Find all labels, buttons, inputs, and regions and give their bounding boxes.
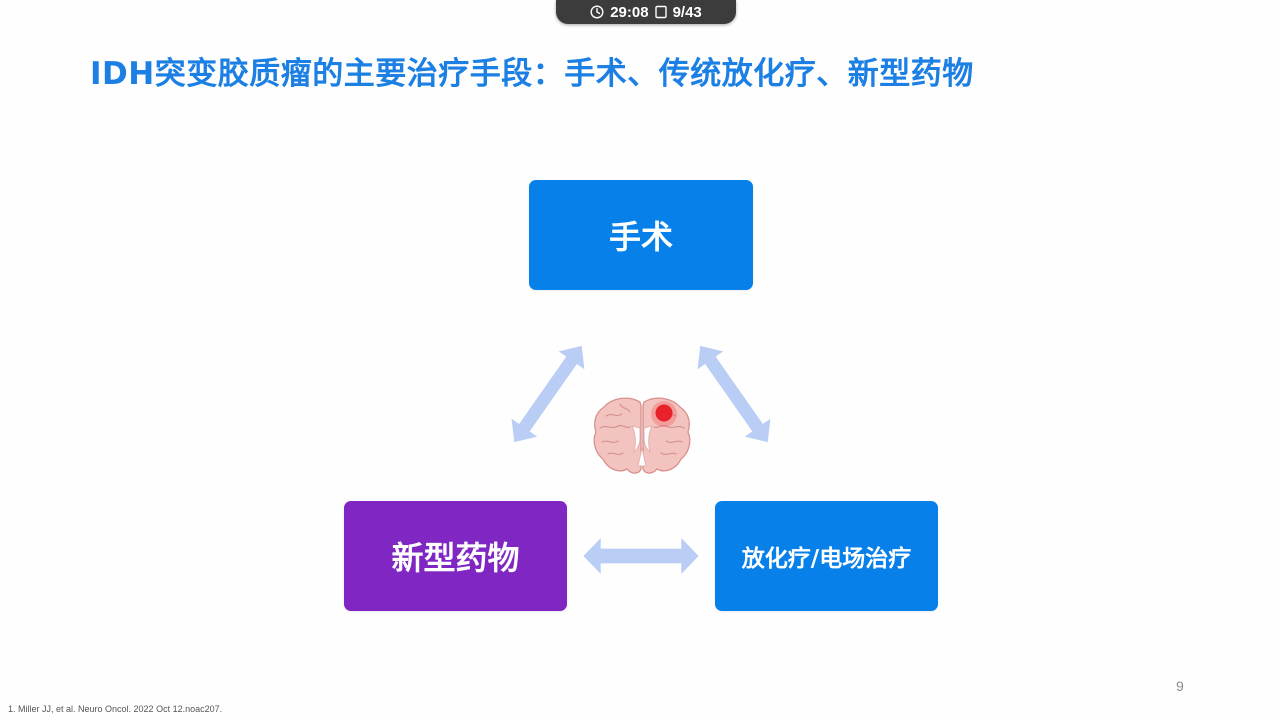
slide-title: IDH突变胶质瘤的主要治疗手段：手术、传统放化疗、新型药物 xyxy=(90,56,974,92)
page-number: 9 xyxy=(1176,678,1184,694)
surgery-label: 手术 xyxy=(608,218,673,256)
arrow-surgery-radio xyxy=(687,336,781,452)
arrow-drugs-radio xyxy=(583,538,699,574)
radio-chemo-label: 放化疗/电场治疗 xyxy=(741,546,912,572)
novel-drugs-box: 新型药物 xyxy=(344,501,567,611)
slide-counter: 9/43 xyxy=(672,3,702,21)
brain-tumor-icon xyxy=(593,397,691,474)
presentation-timer: 29:08 9/43 xyxy=(556,0,736,24)
slide-icon xyxy=(654,5,667,19)
radio-chemo-box: 放化疗/电场治疗 xyxy=(715,501,938,611)
clock-icon xyxy=(590,5,604,19)
arrow-surgery-drugs xyxy=(501,336,595,452)
reference-citation: 1. Miller JJ, et al. Neuro Oncol. 2022 O… xyxy=(8,704,223,714)
elapsed-time: 29:08 xyxy=(610,3,649,21)
surgery-box: 手术 xyxy=(529,180,753,290)
novel-drugs-label: 新型药物 xyxy=(391,539,520,577)
